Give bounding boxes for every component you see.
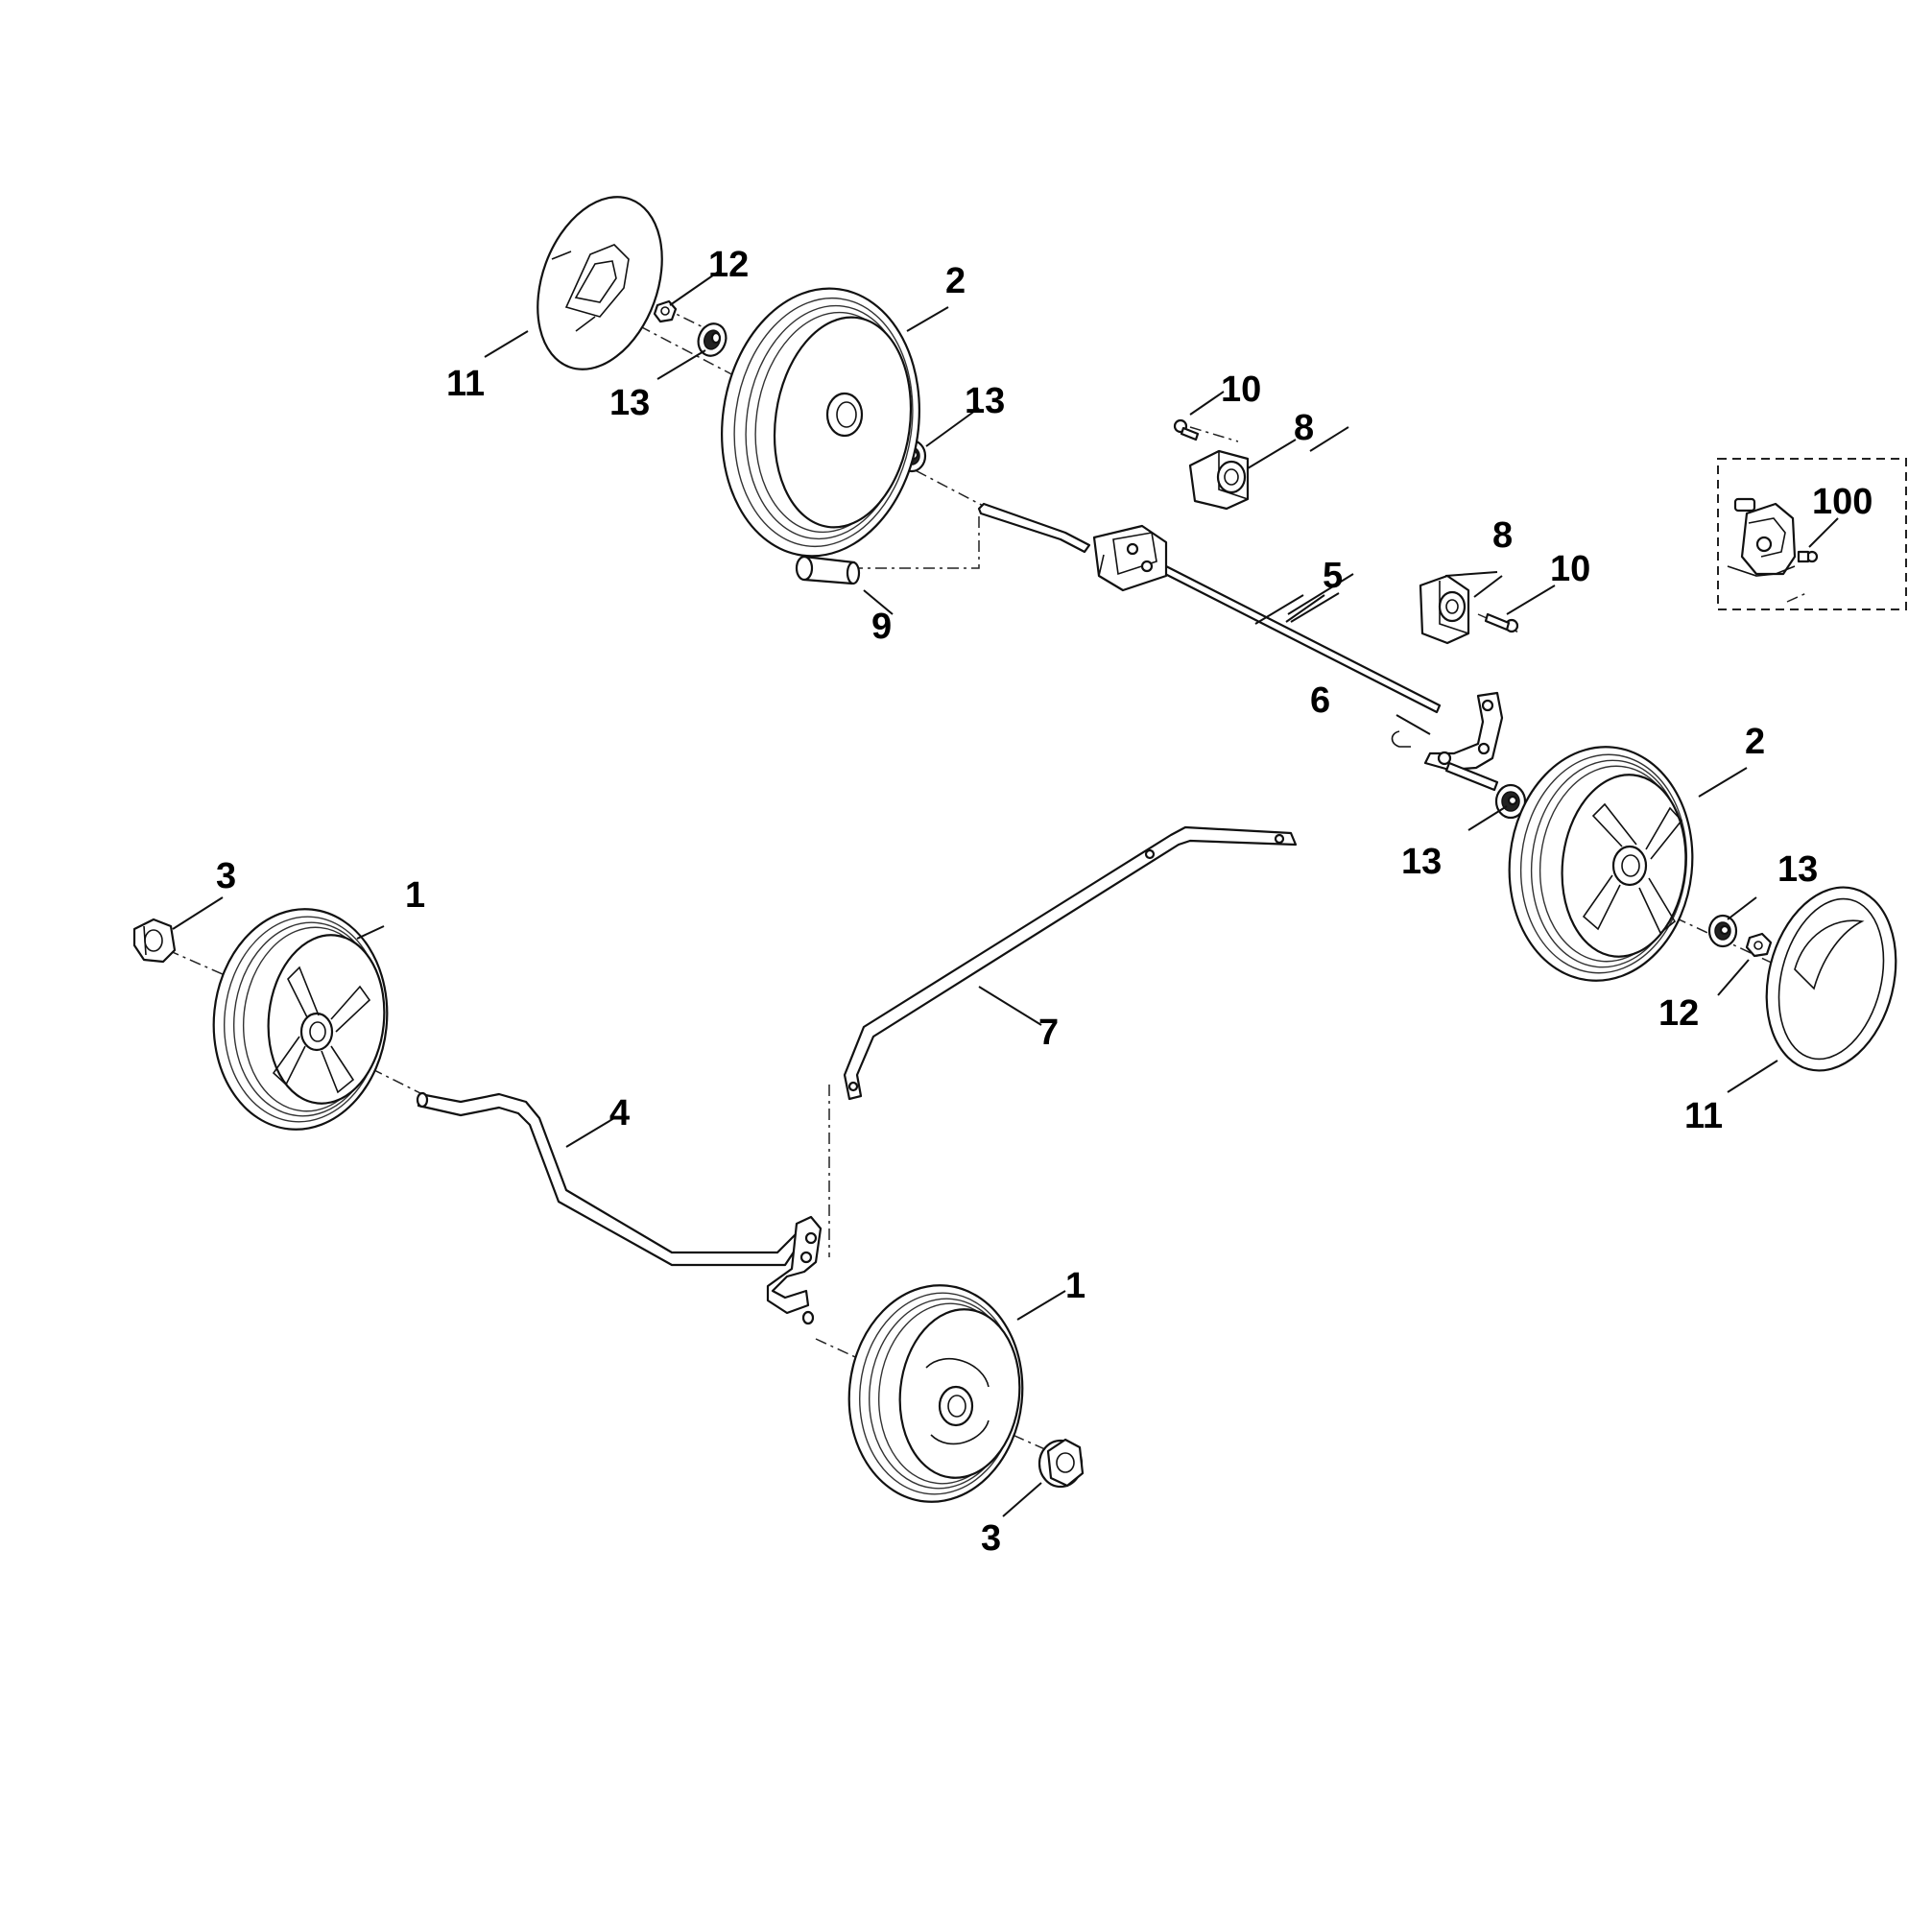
callout-8-top: 8 [1294, 408, 1314, 448]
leader-lines [172, 270, 1839, 1517]
callout-3-right: 3 [981, 1518, 1001, 1559]
callout-10-right: 10 [1550, 549, 1590, 589]
hubcap-right [1765, 886, 1897, 1072]
callout-4: 4 [609, 1093, 630, 1133]
bearing-housing-right [1419, 574, 1470, 645]
axle-cap-right [1038, 1438, 1085, 1489]
callout-100: 100 [1812, 482, 1872, 522]
front-wheel-left [212, 908, 389, 1131]
callout-6: 6 [1310, 680, 1330, 721]
callout-13-top-left: 13 [609, 383, 650, 423]
callout-13-mid: 13 [1401, 842, 1442, 882]
nut-right [1745, 932, 1773, 958]
callout-11-top: 11 [446, 364, 485, 404]
callout-13-top-right: 13 [965, 381, 1005, 421]
callout-1-right: 1 [1065, 1266, 1085, 1306]
bearing-top-left [697, 322, 727, 357]
front-axle [416, 1091, 823, 1325]
rear-wheel-top [721, 287, 920, 558]
grip [795, 555, 861, 585]
screw-right [1484, 612, 1519, 633]
callout-13-right: 13 [1777, 849, 1818, 890]
clip [1391, 730, 1411, 748]
callout-labels: 11 12 13 2 13 10 8 9 5 8 10 100 6 2 13 1… [216, 245, 1872, 1559]
detail-box-100 [1717, 458, 1907, 610]
callout-5: 5 [1323, 556, 1343, 596]
axle-cap-left [132, 918, 177, 964]
callout-9: 9 [871, 607, 892, 647]
callout-10-top: 10 [1221, 370, 1261, 410]
height-adjust-bar [843, 825, 1298, 1101]
callout-2-top: 2 [945, 261, 966, 301]
front-wheel-right [847, 1284, 1024, 1503]
screw-top [1173, 418, 1200, 441]
callout-12-right: 12 [1658, 993, 1699, 1034]
nut-top [653, 299, 678, 323]
height-lever-right [1423, 691, 1504, 792]
rear-wheel-right [1508, 746, 1694, 982]
callout-11-right: 11 [1684, 1096, 1723, 1136]
bearing-right [1707, 914, 1738, 948]
rear-axle [977, 502, 1442, 714]
callout-8-right: 8 [1492, 515, 1513, 556]
callout-7: 7 [1038, 1013, 1059, 1053]
callout-1-left: 1 [405, 875, 425, 916]
bearing-housing-top [1188, 449, 1250, 511]
hubcap-top [537, 196, 663, 370]
callout-2-right: 2 [1745, 722, 1765, 762]
callout-3-left: 3 [216, 856, 236, 896]
callout-12-top: 12 [708, 245, 749, 285]
